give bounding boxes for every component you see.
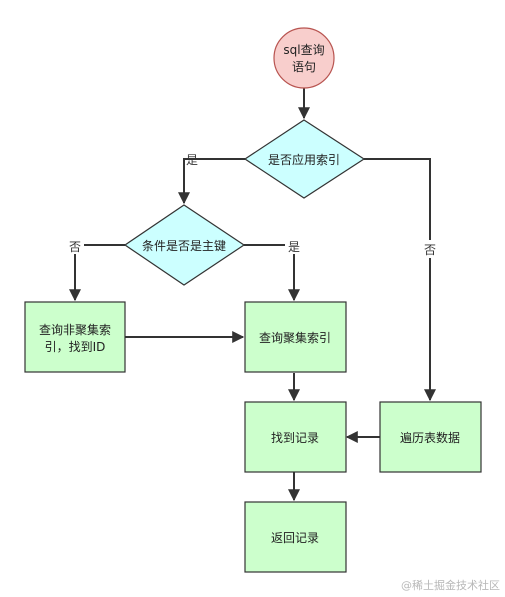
decision-use-index bbox=[243, 119, 366, 199]
process-secondary-index bbox=[24, 301, 126, 373]
edge-use-index-yes bbox=[178, 158, 245, 205]
edge-label-use-index-no: 否 bbox=[424, 243, 436, 257]
decision-use-index-label: 是否应用索引 bbox=[268, 152, 340, 167]
start-node-line1: sql查询 bbox=[283, 43, 324, 57]
decision-is-primary-key-label: 条件是否是主键 bbox=[142, 239, 226, 253]
process-clustered-index-label: 查询聚集索引 bbox=[259, 330, 331, 345]
edge-label-primary-yes: 是 bbox=[288, 240, 300, 254]
process-full-scan-label: 遍历表数据 bbox=[400, 430, 460, 445]
start-node-line2: 语句 bbox=[292, 60, 316, 74]
watermark: @稀土掘金技术社区 bbox=[401, 578, 500, 592]
process-secondary-index-line1: 查询非聚集索 bbox=[39, 322, 111, 337]
process-find-record bbox=[244, 401, 347, 473]
edge-label-use-index-yes: 是 bbox=[186, 153, 198, 167]
edge-label-primary-no: 否 bbox=[69, 240, 81, 254]
start-node bbox=[273, 27, 335, 89]
process-find-record-label: 找到记录 bbox=[271, 431, 319, 445]
edge-use-index-no bbox=[364, 158, 436, 402]
process-clustered-index bbox=[244, 301, 347, 373]
process-return-record-label: 返回记录 bbox=[271, 531, 319, 545]
decision-is-primary-key bbox=[123, 204, 246, 286]
process-full-scan bbox=[379, 401, 482, 473]
process-return-record bbox=[244, 501, 347, 573]
process-secondary-index-line2: 引，找到ID bbox=[45, 340, 106, 354]
